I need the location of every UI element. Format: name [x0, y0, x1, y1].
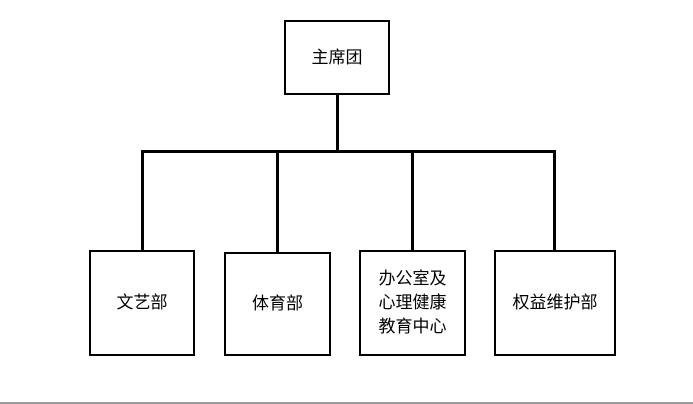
branch-connector-2	[276, 150, 279, 252]
department-node-2: 体育部	[224, 252, 331, 356]
bottom-border	[0, 402, 693, 404]
department-node-2-label: 体育部	[252, 294, 303, 314]
department-node-4: 权益维护部	[494, 250, 616, 356]
department-node-1: 文艺部	[89, 250, 195, 356]
root-node: 主席团	[284, 20, 390, 95]
branch-connector-1	[141, 150, 144, 250]
department-node-3: 办公室及 心理健康 教育中心	[359, 250, 466, 356]
department-node-1-label: 文艺部	[116, 293, 168, 313]
branch-connector-4	[553, 150, 556, 250]
horizontal-bus-connector	[141, 150, 556, 153]
department-node-3-label: 办公室及 心理健康 教育中心	[378, 269, 447, 337]
root-vertical-connector	[336, 95, 339, 152]
branch-connector-3	[411, 150, 414, 250]
department-node-4-label: 权益维护部	[512, 293, 598, 313]
root-node-label: 主席团	[311, 47, 363, 68]
